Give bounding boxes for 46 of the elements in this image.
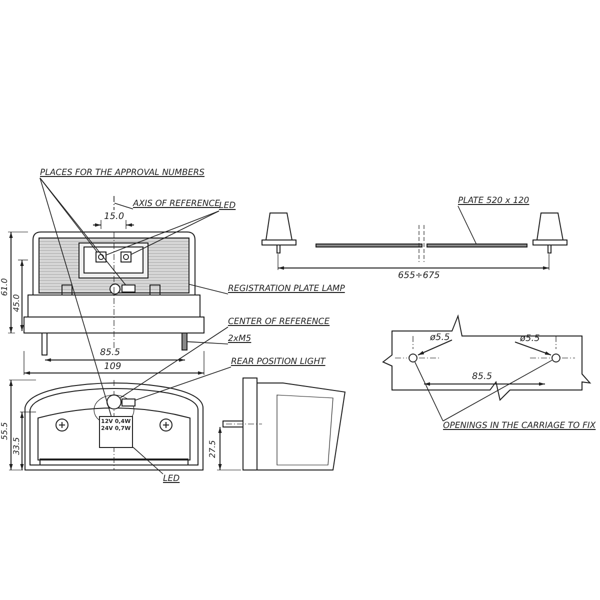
mounting-hole bbox=[408, 354, 418, 362]
callout-label: CENTER OF REFERENCE bbox=[228, 317, 330, 327]
leader-line bbox=[120, 326, 228, 398]
license-plate bbox=[426, 244, 528, 248]
dimension-label: 55.5 bbox=[1, 422, 9, 440]
callout-label: REAR POSITION LIGHT bbox=[231, 357, 326, 367]
dimension-label: 45.0 bbox=[13, 294, 21, 312]
led-symbol bbox=[96, 252, 106, 262]
dimension-label: 15.0 bbox=[104, 212, 124, 222]
dimension-label: 85.5 bbox=[100, 348, 120, 358]
callout-label: PLATE 520 x 120 bbox=[458, 196, 530, 206]
callout-label: AXIS OF REFERENCE bbox=[133, 199, 220, 209]
callout-label: REGISTRATION PLATE LAMP bbox=[228, 284, 345, 294]
callout-label: OPENINGS IN THE CARRIAGE TO FIX bbox=[443, 421, 596, 431]
callout-label: LED bbox=[219, 201, 236, 211]
leader-line bbox=[40, 178, 112, 416]
mounting-stud bbox=[182, 332, 188, 350]
leader-line bbox=[414, 362, 444, 422]
dimension-label: 33.5 bbox=[13, 437, 21, 455]
reference-center-circle bbox=[106, 394, 122, 410]
rating-plate bbox=[99, 416, 133, 448]
dimension-label: 85.5 bbox=[472, 372, 492, 382]
lamp-lens bbox=[38, 238, 190, 294]
leader-line bbox=[135, 366, 232, 400]
leader-line bbox=[131, 210, 220, 255]
leader-line bbox=[40, 178, 126, 286]
led-symbol bbox=[120, 252, 132, 262]
leader-line bbox=[40, 178, 98, 252]
position-light-window bbox=[122, 398, 136, 406]
dimension-label: 655÷675 bbox=[398, 271, 440, 281]
leader-line bbox=[114, 202, 134, 210]
leader-line bbox=[106, 210, 220, 256]
leader-line bbox=[189, 284, 228, 294]
dimension-label: 109 bbox=[104, 362, 122, 372]
callout-label: PLACES FOR THE APPROVAL NUMBERS bbox=[40, 168, 204, 178]
mounting-hole bbox=[552, 354, 560, 362]
approval-mark-area bbox=[122, 284, 136, 292]
leader-line bbox=[187, 341, 228, 344]
leader-line bbox=[442, 360, 552, 422]
dimension-label: ø5.5 bbox=[430, 333, 450, 343]
dimension-label: 61.0 bbox=[1, 278, 9, 296]
callout-label: LED bbox=[163, 474, 180, 484]
leader-line bbox=[132, 446, 164, 474]
leader-line bbox=[458, 206, 477, 244]
callout-label: 2xM5 bbox=[228, 334, 252, 344]
dimension-label: 27.5 bbox=[209, 440, 217, 458]
